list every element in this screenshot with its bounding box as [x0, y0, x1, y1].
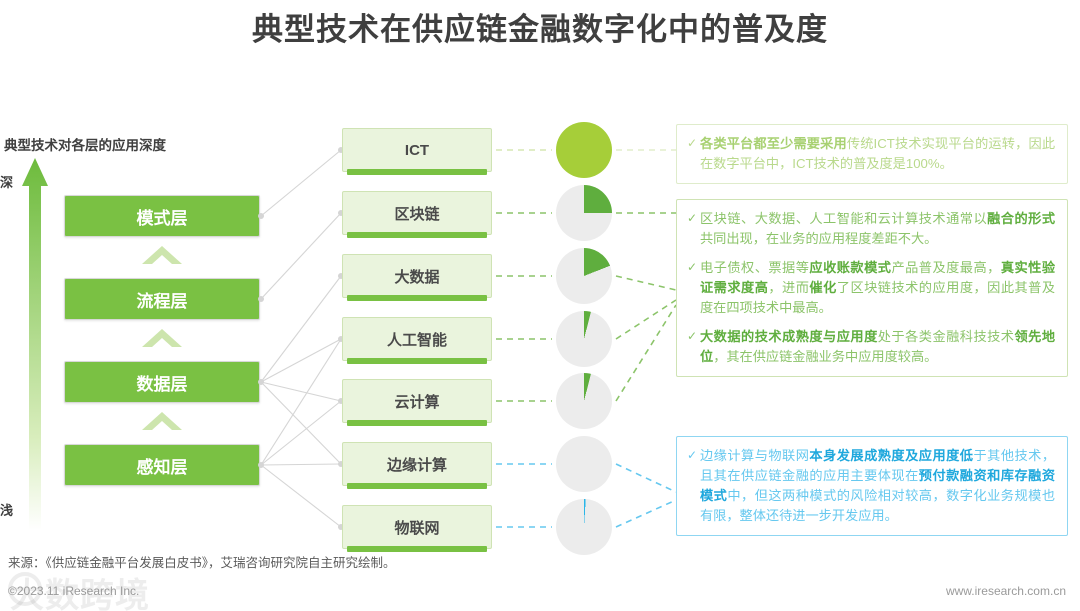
check-icon: ✓: [687, 260, 698, 275]
annotation-emphasis: 各类平台都至少需要采用: [700, 136, 847, 151]
layer-label: 流程层: [136, 291, 188, 311]
annotation-bullet: ✓各类平台都至少需要采用传统ICT技术实现平台的运转，因此在数字平台中，ICT技…: [687, 134, 1055, 174]
layer-box-data[interactable]: 数据层: [64, 361, 260, 403]
tech-box-cloud[interactable]: 云计算: [342, 379, 492, 426]
website-url[interactable]: www.iresearch.com.cn: [945, 584, 1066, 598]
annotation-emphasis: 大数据的技术成熟度与应用度: [700, 329, 878, 345]
layer-box-process[interactable]: 流程层: [64, 278, 260, 320]
pie-chart-ict: [556, 122, 612, 178]
annotation-text: ，其在供应链金融业务中应用度较高。: [713, 349, 938, 365]
tech-box-edge[interactable]: 边缘计算: [342, 442, 492, 489]
annotation-text: 了区块链技术的应用度，因此其普及度在四项技术中最高。: [700, 280, 1056, 316]
annotation-box-edge-iot: ✓边缘计算与物联网本身发展成熟度及应用度低于其他技术，且其在供应链金融的应用主要…: [676, 436, 1068, 537]
annotation-emphasis: 本身发展成熟度及应用度低: [809, 448, 974, 463]
pie-chart-ai: [556, 311, 612, 367]
depth-axis-top-label: 深: [0, 175, 14, 190]
layer-label: 数据层: [136, 374, 188, 394]
page-title: 典型技术在供应链金融数字化中的普及度: [252, 12, 828, 47]
chevron-up-icon: [142, 329, 182, 347]
tech-box-bigdata[interactable]: 大数据: [342, 254, 492, 301]
tech-label: 人工智能: [386, 331, 447, 349]
source-note: 来源：《供应链金融平台发展白皮书》，艾瑞咨询研究院自主研究绘制。: [8, 556, 396, 570]
pie-chart-blockchain: [556, 185, 612, 241]
tech-box-iot[interactable]: 物联网: [342, 505, 492, 552]
annotation-text: 边缘计算与物联网: [700, 448, 810, 463]
annotation-text: 产品普及度最高，: [891, 260, 1001, 276]
tech-box-ict[interactable]: ICT: [342, 128, 492, 175]
annotation-bullet: ✓大数据的技术成熟度与应用度处于各类金融科技技术领先地位，其在供应链金融业务中应…: [687, 327, 1055, 367]
chevron-up-icon: [142, 412, 182, 430]
annotation-box-ict: ✓各类平台都至少需要采用传统ICT技术实现平台的运转，因此在数字平台中，ICT技…: [676, 124, 1068, 185]
layer-box-perception[interactable]: 感知层: [64, 444, 260, 486]
watermark-ring-icon: [8, 572, 42, 606]
tech-label: ICT: [404, 141, 430, 159]
annotation-text: 于其他技术，且其在供应链金融的应用主要体现在: [700, 448, 1056, 484]
annotation-bullet: ✓区块链、大数据、人工智能和云计算技术通常以融合的形式共同出现，在业务的应用程度…: [687, 209, 1055, 249]
pie-chart-edge: [556, 436, 612, 492]
annotation-text: 传统ICT技术实现平台的运转，因此在数字平台中，ICT技术的普及度是100%。: [700, 136, 1056, 172]
annotation-emphasis: 催化: [809, 280, 837, 296]
check-icon: ✓: [687, 211, 698, 225]
annotation-text: 中，但这两种模式的风险相对较高，数字化业务规模也有限，整体还待进一步开发应用。: [700, 488, 1056, 524]
annotation-emphasis: 真实性验证需求度高: [700, 260, 1056, 296]
annotation-text: 电子债权、票据等: [700, 260, 810, 276]
tech-label: 区块链: [394, 205, 440, 223]
check-icon: ✓: [687, 329, 698, 344]
annotation-bullet: ✓边缘计算与物联网本身发展成熟度及应用度低于其他技术，且其在供应链金融的应用主要…: [687, 446, 1055, 526]
tech-label: 大数据: [394, 268, 440, 286]
copyright-note: ©2023.11 iResearch Inc.: [8, 584, 140, 598]
chevron-up-icon: [142, 246, 182, 264]
pie-chart-cloud: [556, 373, 612, 429]
annotation-emphasis: 领先地位: [700, 329, 1056, 365]
depth-gradient-arrow-icon: [22, 158, 48, 530]
layer-label: 感知层: [136, 457, 188, 477]
annotation-emphasis: 融合的形式: [987, 211, 1056, 226]
tech-label: 边缘计算: [386, 456, 447, 474]
annotation-text: 区块链、大数据、人工智能和云计算技术通常以: [700, 211, 988, 226]
annotation-emphasis: 应收账款模式: [809, 260, 892, 276]
annotation-emphasis: 预付款融资和库存融资模式: [700, 468, 1056, 504]
check-icon: ✓: [687, 448, 698, 462]
tech-box-ai[interactable]: 人工智能: [342, 317, 492, 364]
check-icon: ✓: [687, 136, 698, 150]
tech-box-blockchain[interactable]: 区块链: [342, 191, 492, 238]
annotation-text: 共同出现，在业务的应用程度差距不大。: [700, 231, 938, 247]
pie-chart-bigdata: [556, 248, 612, 304]
pie-chart-iot: [556, 499, 612, 555]
tech-label: 物联网: [394, 519, 440, 537]
annotation-text: 处于各类金融科技技术: [877, 329, 1015, 345]
layer-box-mode[interactable]: 模式层: [64, 195, 260, 237]
tech-label: 云计算: [394, 393, 440, 411]
depth-axis-bottom-label: 浅: [0, 503, 14, 518]
left-panel-heading: 典型技术对各层的应用深度: [4, 138, 166, 153]
annotation-text: ，进而: [768, 280, 810, 296]
annotation-bullet: ✓电子债权、票据等应收账款模式产品普及度最高，真实性验证需求度高，进而催化了区块…: [687, 258, 1055, 318]
annotation-box-core-tech: ✓区块链、大数据、人工智能和云计算技术通常以融合的形式共同出现，在业务的应用程度…: [676, 199, 1068, 378]
layer-label: 模式层: [136, 208, 188, 228]
